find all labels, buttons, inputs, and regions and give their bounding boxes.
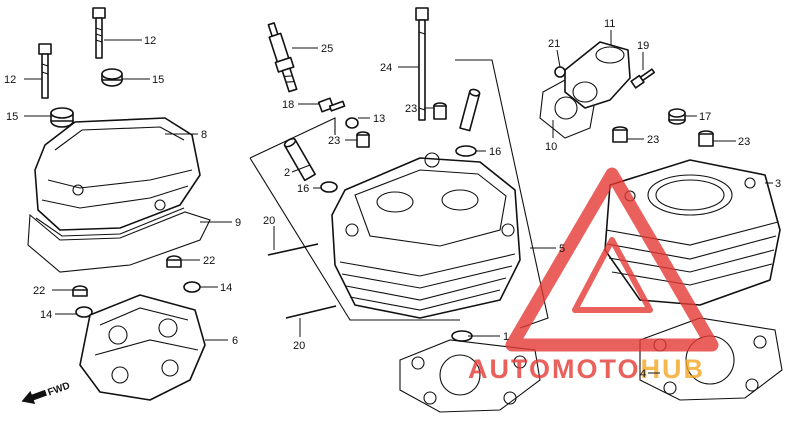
leader-lines — [24, 30, 773, 374]
callout-19: 19 — [637, 40, 649, 52]
rubber-15-lower — [50, 107, 74, 128]
o-ring-21 — [554, 66, 566, 78]
callout-12: 12 — [144, 35, 156, 47]
stud-bolt-24 — [415, 7, 429, 121]
callout-22: 22 — [33, 285, 45, 297]
callout-20: 20 — [263, 215, 275, 227]
stud-20-upper — [267, 243, 319, 256]
dowel-22-right — [166, 255, 182, 268]
callout-8: 8 — [201, 129, 207, 141]
callout-11: 11 — [604, 18, 615, 30]
automotohub-watermark: AUTOMOTOHUB — [468, 167, 719, 384]
callout-10: 10 — [545, 141, 557, 153]
head-cover-8 — [34, 117, 201, 231]
cylinder-head-5 — [331, 152, 521, 319]
dowel-23-center — [356, 131, 370, 148]
callout-4: 4 — [640, 368, 646, 380]
dowel-23-right-b — [698, 130, 714, 147]
nut-17 — [668, 108, 686, 125]
washer-14-right — [183, 281, 201, 293]
stud-20-lower — [285, 305, 337, 319]
bolt-12-left — [38, 43, 52, 99]
o-ring-16-right — [455, 145, 477, 157]
callout-23: 23 — [738, 136, 750, 148]
watermark-triangle-inner — [572, 237, 653, 313]
fwd-arrow: FWD — [21, 380, 72, 405]
part-2-tube — [283, 137, 316, 182]
group-bracket-left — [249, 117, 460, 321]
callout-5: 5 — [559, 243, 565, 255]
callout-15: 15 — [152, 74, 164, 86]
callout-23: 23 — [405, 103, 417, 115]
callout-1: 1 — [503, 331, 509, 343]
callout-14: 14 — [220, 282, 232, 294]
dowel-23-upper — [433, 102, 447, 120]
watermark-triangle-outer — [505, 167, 719, 352]
spark-plug-25 — [267, 22, 298, 93]
bolt-12-upper — [92, 7, 106, 59]
callout-22: 22 — [203, 255, 215, 267]
rocker-arm-holder-6 — [79, 294, 206, 401]
callout-23: 23 — [647, 134, 659, 146]
intake-pipe-11 — [564, 41, 631, 109]
bolt-18 — [317, 97, 346, 113]
callout-21: 21 — [548, 38, 560, 50]
group-bracket-right — [455, 59, 549, 329]
watermark-text-hub: HUB — [641, 354, 706, 384]
head-gasket-1 — [399, 330, 541, 413]
cylinder-3 — [604, 159, 781, 306]
washer-13 — [345, 117, 359, 129]
dowel-22-left — [72, 285, 88, 297]
callout-18: 18 — [282, 99, 294, 111]
callout-16: 16 — [297, 183, 309, 195]
callout-15: 15 — [6, 111, 18, 123]
callout-16: 16 — [489, 146, 501, 158]
callout-17: 17 — [699, 111, 711, 123]
callout-14: 14 — [40, 309, 52, 321]
callout-12: 12 — [4, 74, 16, 86]
o-ring-16-left — [320, 181, 338, 193]
callout-9: 9 — [235, 217, 241, 229]
washer-14-left — [75, 306, 93, 318]
callout-20: 20 — [293, 340, 305, 352]
head-cover-gasket-9 — [27, 207, 211, 273]
callout-labels: 12 12 15 15 8 9 22 22 14 14 6 25 18 13 2… — [4, 18, 781, 380]
head-stud — [459, 88, 481, 132]
callout-23: 23 — [328, 135, 340, 147]
watermark-text-main: AUTOMOTO — [468, 354, 641, 384]
dowel-23-right-a — [612, 126, 628, 143]
callout-6: 6 — [232, 335, 238, 347]
callout-3: 3 — [775, 178, 781, 190]
svg-text:FWD: FWD — [46, 380, 71, 398]
callout-25: 25 — [321, 43, 333, 55]
callout-24: 24 — [380, 62, 392, 74]
bolt-19 — [630, 68, 656, 89]
callout-13: 13 — [373, 113, 385, 125]
svg-text:AUTOMOTOHUB: AUTOMOTOHUB — [468, 354, 705, 384]
rubber-15-upper — [101, 68, 123, 87]
callout-2: 2 — [284, 167, 290, 179]
